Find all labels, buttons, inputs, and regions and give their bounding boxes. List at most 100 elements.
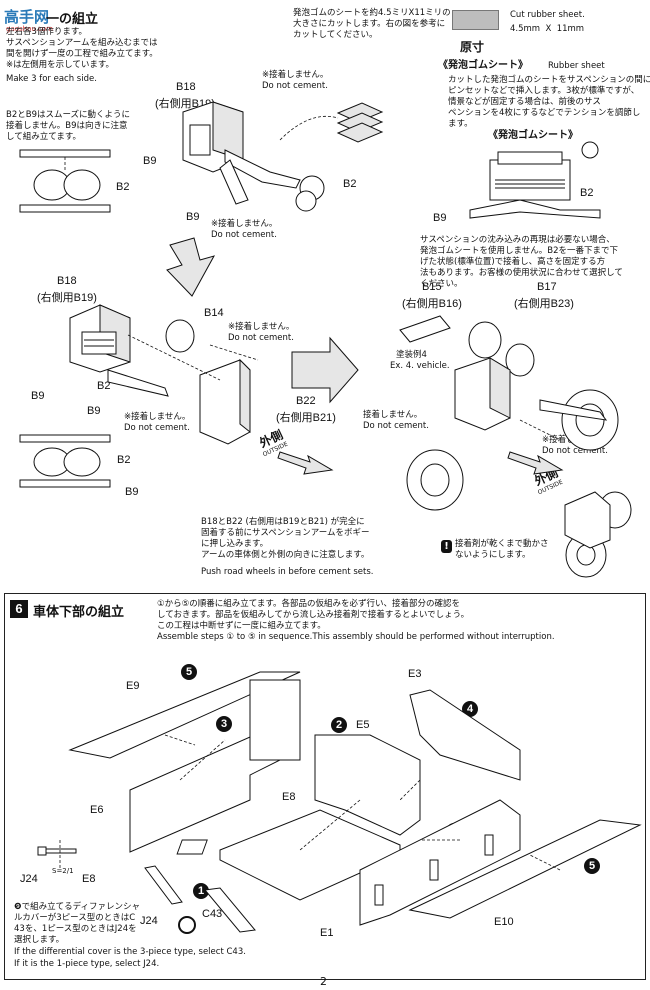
section5-intro-en: Make 3 for each side. [6,74,97,84]
label-b15: B15 [422,281,442,293]
bogie-b18-mid-icon [69,304,259,445]
label-b9-d: B9 [31,390,45,402]
section5-title: 一の組立 [46,12,99,27]
section6-frame [4,593,646,980]
completed-bogie-small-icon [564,491,632,578]
label-b18-mid: B18 [57,275,77,287]
rubber-size: 4.5mm X 11mm [510,24,585,34]
label-b9-a: B9 [143,155,157,167]
label-b21: (右側用B21) [276,412,336,424]
label-j24: J24 [20,873,38,885]
label-b22: B22 [296,395,316,407]
rubber-swatch [452,10,499,30]
section5-drawing [19,101,632,578]
label-b19-mid: (右側用B19) [37,292,97,304]
label-b17: B17 [537,281,557,293]
no-cement-en-3: Do not cement. [228,333,294,343]
step-2-badge: 2 [331,717,347,733]
label-e8-small: E8 [82,873,96,885]
step-1-badge: 1 [193,883,209,899]
paint-example-en: Ex. 4. vehicle. [390,361,450,371]
label-e5: E5 [356,719,370,731]
label-b2-e: B2 [117,454,131,466]
rubber-cut-jp: 発泡ゴムのシートを約4.5ミリX11ミリの 大きさにカットします。右の図を参考に… [293,8,451,40]
label-b9-f: B9 [125,486,139,498]
label-j24-b: J24 [140,915,158,927]
step-9-ref-icon [178,916,196,934]
watermark-site: gaoshou.com [6,25,53,33]
no-cement-jp-4: ※接着しません。 [124,412,191,422]
label-e6: E6 [90,804,104,816]
caution-icon: ! [441,540,452,553]
label-b9-b: B9 [186,211,200,223]
label-b16: (右側用B16) [402,298,462,310]
no-cement-en-1: Do not cement. [262,81,328,91]
b9-b2-assembly-icon [19,149,111,213]
no-cement-jp-1: ※接着しません。 [262,70,329,80]
diff-note-en-1: If the differential cover is the 3-piece… [14,947,246,957]
label-e10: E10 [494,916,514,928]
outside-arrow-icon-2 [507,451,564,475]
section5-intro-jp: 左右各3個作ります。 サスペンションアームを組み込むまでは 間を開けず一度の工程… [6,27,158,70]
no-cement-en-5: Do not cement. [363,421,429,431]
part-e1-side [359,799,521,926]
label-b23: (右側用B23) [514,298,574,310]
no-cement-en-2: Do not cement. [211,230,277,240]
step-5-badge-right: 5 [584,858,600,874]
part-e9-rail [68,671,301,759]
no-cement-en-4: Do not cement. [124,423,190,433]
push-note-en: Push road wheels in before cement sets. [201,567,374,577]
section6-title: 車体下部の組立 [33,605,125,620]
bogie-b18-top-icon [182,101,325,212]
rubber-sheet-en: Rubber sheet [548,61,605,71]
label-b2-b: B2 [343,178,357,190]
label-b14: B14 [204,307,224,319]
genbun-label: 原寸 [460,40,485,54]
label-b2-c: B2 [580,187,594,199]
step-5-badge-top: 5 [181,664,197,680]
no-cement-jp-3: ※接着しません。 [228,322,295,332]
part-e5-bulkhead [314,734,421,836]
diff-note-en-2: If it is the 1-piece type, select J24. [14,959,160,969]
label-e1: E1 [320,927,334,939]
label-b9-c: B9 [433,212,447,224]
label-e3: E3 [408,668,422,680]
scale-label: S=2/1 [52,867,74,875]
label-b2-d: B2 [97,380,111,392]
section6-number-text: 6 [15,601,23,616]
step-4-badge: 4 [462,701,478,717]
down-arrow-icon [166,237,216,297]
label-b18-top: B18 [176,81,196,93]
part-e10-rail [408,819,642,919]
no-cement-jp-5: 接着しません。 [363,410,423,420]
diff-note-jp: ❾で組み立てるディファレンシャ ルカバーが3ピース型のときはC 43を、1ピース… [14,902,141,945]
no-cement-en-6: Do not cement. [542,446,608,456]
rubber-sheet-stack-icon [279,102,384,143]
page-number: 2 [320,975,327,988]
part-c43-strip [204,887,256,933]
section6-drawing [37,671,642,933]
paint-example-jp: 塗装例4 [396,350,427,360]
label-b2-a: B2 [116,181,130,193]
right-arrow-icon [291,336,359,404]
section5-note-b2b9: B2とB9はスムーズに動くように 接着しません。B9は向きに注意 して組み立てま… [6,110,131,142]
push-note-jp: B18とB22 (右側用はB19とB21) が完全に 固着する前にサスペンション… [201,517,370,560]
rubber-sheet-jp-2: 《発泡ゴムシート》 [488,130,578,141]
label-c43: C43 [202,908,223,920]
section6-number: 6 [10,600,28,618]
rubber-insert-view-icon [469,141,601,219]
label-b9-e: B9 [87,405,101,417]
part-j24-strip [144,865,183,905]
label-e8: E8 [282,791,296,803]
watermark-logo: 高手网 [4,6,49,27]
rubber-cut-en: Cut rubber sheet. [510,10,585,20]
watermark-brand: 高手网 [4,9,50,26]
label-e9: E9 [126,680,140,692]
sink-note-jp: サスペンションの沈み込みの再現は必要ない場合、 発泡ゴムシートを使用しません。B… [420,235,623,289]
b9-b2-assembly-icon-2 [19,434,111,488]
dry-note-jp: 接着剤が乾くまで動かさ ないようにします。 [455,539,549,560]
bogie-complete-icon [399,315,619,511]
part-e3 [409,689,521,781]
section6-steps-jp: ①から⑤の順番に組み立てます。各部品の仮組みを必ず行い、接着部分の確認を してお… [157,599,470,631]
rubber-insert-desc: カットした発泡ゴムのシートをサスペンションの間に ピンセットなどで挿入します。3… [448,75,650,129]
